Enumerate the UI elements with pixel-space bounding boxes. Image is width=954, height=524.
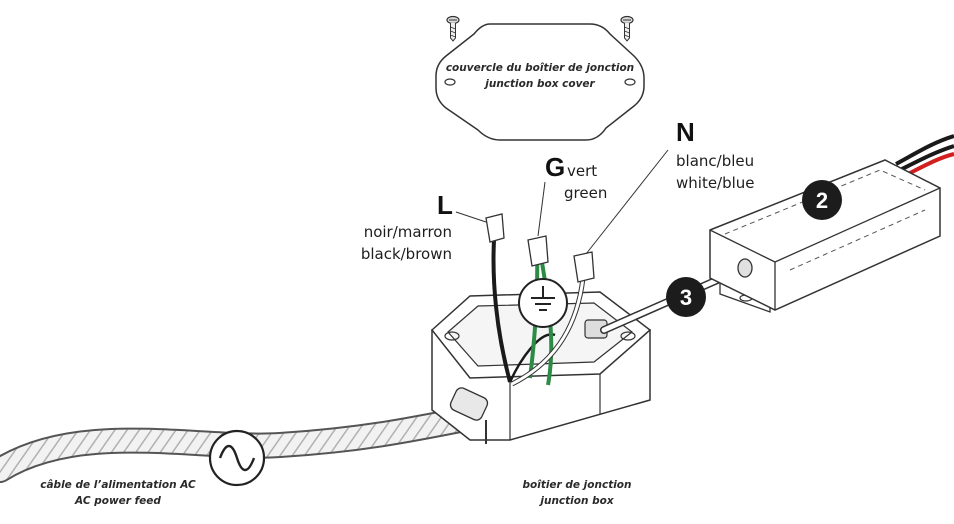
line-wire (491, 239, 512, 383)
feed-label-fr: câble de l’alimentation AC (40, 479, 196, 491)
cover-label-fr: couvercle du boîtier de jonction (446, 62, 634, 74)
box-label-fr: boîtier de jonction (522, 479, 631, 491)
ground-color-fr: vert (567, 162, 597, 180)
neutral-letter: N (676, 117, 695, 147)
feed-label-en: AC power feed (74, 495, 161, 507)
line-color-en: black/brown (361, 245, 452, 263)
ground-color-en: green (564, 184, 607, 202)
neutral-color-fr: blanc/bleu (676, 152, 754, 170)
line-color-fr: noir/marron (364, 223, 452, 241)
ac-sine-icon (208, 429, 266, 487)
screw-icon (620, 15, 634, 42)
led-driver (709, 134, 954, 313)
screw-icon (446, 15, 460, 42)
neutral-color-en: white/blue (676, 174, 755, 192)
line-wire-nut (485, 213, 505, 243)
ground-wire-nut (527, 235, 549, 267)
neutral-wire-nut (573, 251, 595, 283)
driver-badge-number: 2 (816, 188, 828, 213)
ac-power-feed-cable (0, 405, 483, 483)
conduit-badge-number: 3 (680, 285, 692, 310)
conduit-badge: 3 (666, 277, 706, 317)
junction-box-cover: couvercle du boîtier de jonction junctio… (435, 23, 645, 141)
ground-symbol-icon (518, 278, 568, 328)
cover-label-en: junction box cover (483, 78, 595, 90)
junction-box (430, 291, 652, 444)
line-letter: L (437, 190, 453, 220)
box-label-en: junction box (538, 495, 614, 507)
ground-letter: G (545, 152, 565, 182)
driver-badge: 2 (802, 180, 842, 220)
